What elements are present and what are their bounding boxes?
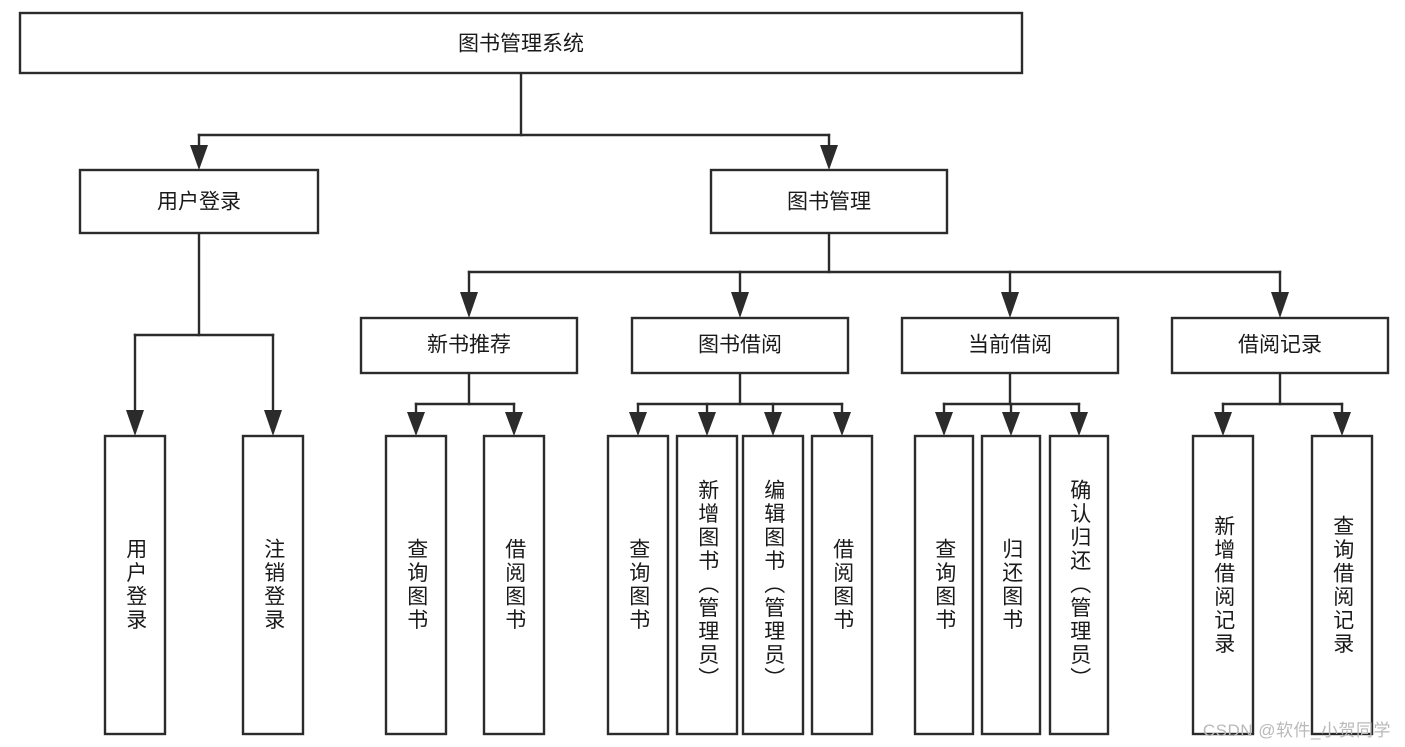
node-label-borrow-record: 借阅记录	[1238, 334, 1322, 357]
node-label-user-login: 用户登录	[157, 191, 241, 214]
arrow-head-book-borrow	[731, 292, 749, 318]
connector-group-new-book-rec	[407, 371, 523, 436]
node-label-book-borrow: 图书借阅	[698, 334, 782, 357]
leaf-box-borrow-book-1[interactable]	[482, 434, 546, 736]
arrow-head-leaf-logout	[264, 410, 282, 436]
node-box-root[interactable]	[18, 11, 1024, 75]
node-book-mgmt[interactable]: 图书管理	[709, 168, 949, 235]
node-box-new-book-rec[interactable]	[359, 316, 579, 375]
arrow-head-leaf-borrow-book-2	[833, 412, 851, 436]
leaf-box-logout[interactable]	[241, 434, 305, 736]
connector-group-book-mgmt	[460, 231, 1289, 318]
node-box-book-mgmt[interactable]	[709, 168, 949, 235]
leaf-box-return-book[interactable]	[980, 434, 1042, 736]
leaf-box-borrow-book-2[interactable]	[810, 434, 874, 736]
leaf-box-query-book-1[interactable]	[384, 434, 448, 736]
arrow-head-leaf-query-record	[1333, 412, 1351, 436]
arrow-head-leaf-borrow-book-1	[505, 412, 523, 436]
arrow-head-leaf-return-book	[1002, 412, 1020, 436]
node-current-borrow[interactable]: 当前借阅	[900, 316, 1120, 375]
node-box-current-borrow[interactable]	[900, 316, 1120, 375]
leaf-box-query-record[interactable]	[1310, 434, 1374, 736]
node-root[interactable]: 图书管理系统	[18, 11, 1024, 75]
connector-group-book-borrow	[629, 371, 851, 436]
arrow-head-borrow-record	[1271, 292, 1289, 318]
node-borrow-record[interactable]: 借阅记录	[1170, 316, 1390, 375]
leaf-box-confirm-return[interactable]	[1048, 434, 1110, 736]
arrow-head-leaf-user-login	[126, 410, 144, 436]
arrow-head-user-login	[190, 145, 208, 170]
leaf-box-edit-book[interactable]	[741, 434, 805, 736]
node-label-new-book-rec: 新书推荐	[427, 334, 511, 357]
arrow-head-leaf-query-book-3	[935, 412, 953, 436]
node-label-root: 图书管理系统	[458, 33, 584, 56]
arrow-head-current-borrow	[1001, 292, 1019, 318]
arrow-head-leaf-add-record	[1214, 412, 1232, 436]
arrow-head-book-mgmt	[820, 145, 838, 170]
arrow-head-leaf-add-book	[698, 412, 716, 436]
leaf-box-add-book[interactable]	[675, 434, 739, 736]
arrow-head-leaf-query-book-2	[629, 412, 647, 436]
arrow-head-new-book-rec	[460, 292, 478, 318]
arrow-head-leaf-confirm-return	[1070, 412, 1088, 436]
connector-group-current-borrow	[935, 371, 1088, 436]
node-new-book-rec[interactable]: 新书推荐	[359, 316, 579, 375]
node-box-user-login[interactable]	[78, 168, 320, 235]
leaf-box-group	[103, 434, 1374, 736]
node-label-current-borrow: 当前借阅	[968, 334, 1052, 357]
node-user-login[interactable]: 用户登录	[78, 168, 320, 235]
node-box-book-borrow[interactable]	[630, 316, 850, 375]
connector-group-root	[190, 71, 838, 170]
leaf-box-add-record[interactable]	[1191, 434, 1255, 736]
leaf-box-query-book-3[interactable]	[913, 434, 975, 736]
node-book-borrow[interactable]: 图书借阅	[630, 316, 850, 375]
leaf-box-query-book-2[interactable]	[606, 434, 670, 736]
connector-group-borrow-record	[1214, 371, 1351, 436]
arrow-head-leaf-query-book-1	[407, 412, 425, 436]
arrow-head-leaf-edit-book	[764, 412, 782, 436]
csdn-watermark: CSDN @软件_小贺同学	[1202, 721, 1391, 740]
connector-group-user-login	[126, 231, 282, 436]
node-box-borrow-record[interactable]	[1170, 316, 1390, 375]
leaf-box-user-login[interactable]	[103, 434, 167, 736]
node-label-book-mgmt: 图书管理	[787, 191, 871, 214]
